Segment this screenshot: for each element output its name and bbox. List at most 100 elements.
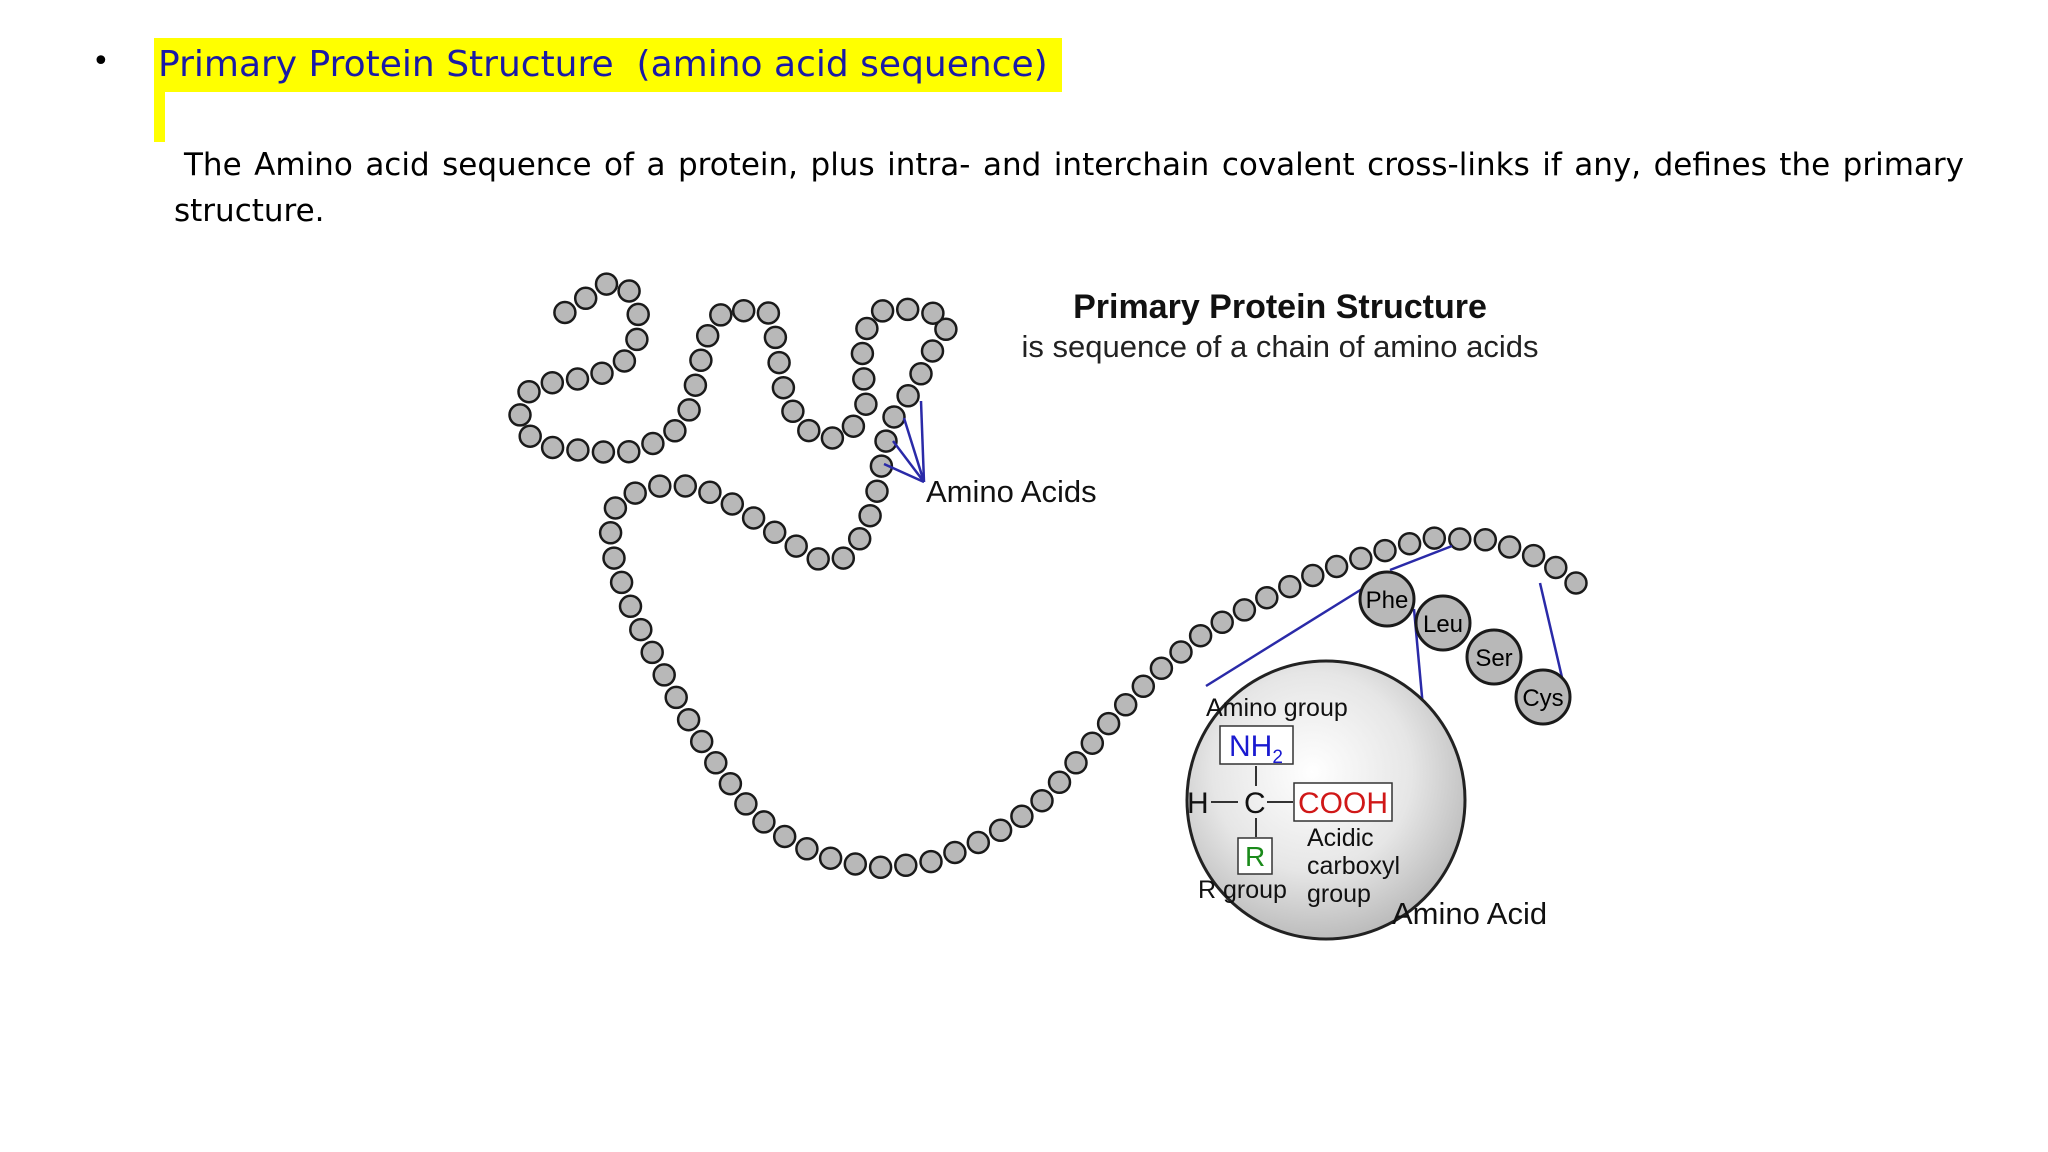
amino-acid-bead [831,546,856,570]
amino-acid-bead [618,594,643,619]
amino-acid-bead [841,414,866,438]
amino-acid-bead [718,771,743,796]
amino-acid-bead [781,399,805,424]
amino-acid-bead [663,419,687,443]
amino-acid-bead [1210,610,1234,635]
amino-acid-bead [1278,574,1302,599]
nh2-label: NH2 [1229,730,1283,768]
amino-acid-bead [625,327,649,352]
amino-acid-bead [1497,535,1522,559]
amino-acid-bead [1544,555,1568,580]
amino-acid-label: Amino Acid [1392,896,1547,931]
amino-acid-bead [870,299,895,323]
amino-acid-bead [852,367,876,391]
amino-acid-bead [553,300,577,325]
amino-acid-bead [623,481,647,505]
cooh-label: COOH [1298,787,1388,820]
amino-acid-bead [854,392,878,416]
amino-acid-bead [1349,546,1373,571]
amino-acid-bead [648,474,672,498]
amino-acid-bead [850,341,875,366]
amino-acid-bead [1564,571,1588,595]
amino-acid-bead [767,350,791,375]
amino-acid-bead [566,438,590,462]
amino-acid-bead [909,362,933,386]
slide-heading: Primary Protein Structure (amino acid se… [154,38,1062,92]
amino-acid-bead [1232,598,1257,622]
residue-ser: Ser [1465,628,1523,686]
amino-acid-bead [689,729,714,754]
amino-acid-bead [966,830,991,855]
amino-acid-bead [1473,528,1498,552]
slide-paragraph: The Amino acid sequence of a protein, pl… [174,147,1964,229]
svg-text:Ser: Ser [1475,645,1512,672]
r-group-label: R group [1198,876,1287,904]
amino-acid-bead [565,367,590,391]
amino-acid-bead [1080,731,1105,755]
amino-acid-chain [508,272,1588,880]
amino-acid-bead [843,852,868,876]
amino-acid-bead [695,324,720,348]
highlight-bar [154,90,165,142]
cooh-box [1293,782,1393,822]
amino-acid-bead [540,435,565,460]
amino-acid-bead [988,818,1013,843]
diagram-subtitle: is sequence of a chain of amino acids [1022,329,1539,364]
amino-acid-bead [704,751,728,775]
amino-acids-label: Amino Acids [926,474,1097,509]
bullet-point: • [92,44,110,79]
group-label: group [1307,880,1371,908]
amino-acid-bead [868,855,893,880]
amino-acid-bead [1301,563,1325,588]
amino-acid-bead [517,379,541,404]
amino-acid-bead [921,301,945,325]
amino-acid-bead [894,853,918,878]
amino-acid-bead [731,298,756,323]
amino-acid-bead [756,301,781,325]
amino-acid-bead [652,663,676,687]
amino-acid-bead [626,302,650,327]
amino-acid-bead [943,840,967,865]
amino-acid-bead [752,810,776,834]
amino-acid-bead [869,454,894,478]
amino-acid-bead [720,492,745,516]
c-atom: C [1244,787,1266,820]
amino-acid-bead [673,474,698,498]
amino-acid-bead [772,824,797,849]
acidic-label: Acidic [1307,824,1374,852]
amino-acid-bead [640,640,664,665]
h-atom: H [1187,787,1209,820]
svg-text:Cys: Cys [1522,685,1563,712]
amino-acid-bead [540,370,565,395]
amino-acid-bead [858,503,882,528]
amino-acid-bead [698,480,722,505]
amino-acid-bead [598,521,623,545]
amino-acid-bead [709,303,733,327]
amino-acid-bead [617,439,641,464]
amino-acid-bead [1188,623,1213,648]
amino-acid-bead [771,375,796,400]
amino-acid-bead [1010,804,1034,829]
amino-acid-bead [677,398,701,422]
amino-acid-bead [882,405,906,429]
amino-acid-bead [1030,788,1054,813]
residue-phe: Phe [1358,570,1416,628]
amino-acid-bead [934,317,958,342]
amino-acid-bead [612,349,637,373]
amino-acid-bead [874,429,898,453]
amino-acid-bead [895,297,920,322]
amino-acid-bead [602,546,626,570]
carboxyl-label: carboxyl [1307,852,1400,880]
amino-acid-bead [508,403,532,427]
amino-acid-bead [689,348,713,373]
amino-acid-bead [518,424,542,448]
amino-acid-bead [797,418,821,443]
amino-acid-bead [1521,543,1546,568]
amino-acid-bead [818,846,843,870]
amino-acid-bead [629,617,653,642]
amino-acid-bead [734,792,758,816]
amino-acid-bead [1422,526,1447,550]
amino-acid-bead [1149,656,1174,681]
svg-text:Leu: Leu [1423,611,1463,638]
